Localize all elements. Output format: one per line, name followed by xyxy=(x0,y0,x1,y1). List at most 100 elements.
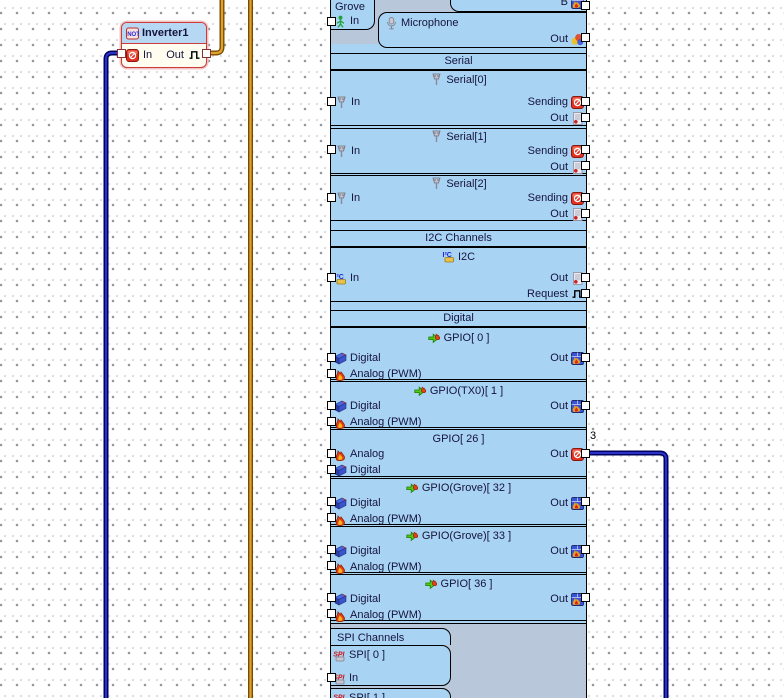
gpio0-analog-pin[interactable] xyxy=(327,369,336,378)
divider xyxy=(331,623,586,624)
serial0-section[interactable]: Serial[0] In Sending Out xyxy=(331,70,586,126)
gpio33-analog-pin[interactable] xyxy=(327,561,336,570)
inverter-component[interactable]: Inverter1 In Out xyxy=(117,22,211,68)
serial0-out-pin[interactable] xyxy=(581,113,590,122)
serial2-out-pin[interactable] xyxy=(581,209,590,218)
spi-icon xyxy=(333,692,346,698)
gpio1-title: GPIO(TX0)[ 1 ] xyxy=(429,384,504,397)
spi-header-row: SPI Channels xyxy=(337,630,404,646)
serial1-sending-pin[interactable] xyxy=(581,145,590,154)
gpio36-out-pin[interactable] xyxy=(581,593,590,602)
not-gate-icon xyxy=(126,27,139,40)
i2c-out-pin[interactable] xyxy=(581,273,590,282)
gpio0-title: GPIO[ 0 ] xyxy=(443,331,490,344)
gpio33-digital-pin[interactable] xyxy=(327,545,336,554)
inverter-in-pin[interactable] xyxy=(117,49,126,58)
serial2-section[interactable]: Serial[2] In Sending Out xyxy=(331,175,586,221)
gpio32-out-pin[interactable] xyxy=(581,497,590,506)
gpio36-analog-pin[interactable] xyxy=(327,609,336,618)
serial1-out-label: Out xyxy=(550,161,568,173)
gpio0-digital-pin[interactable] xyxy=(327,353,336,362)
gpio0-section[interactable]: GPIO[ 0 ] Digital Out Analog (PWM) xyxy=(331,327,586,380)
serial0-sending-pin[interactable] xyxy=(581,97,590,106)
gpio33-out-pin[interactable] xyxy=(581,545,590,554)
serial-group-header: Serial xyxy=(331,53,586,70)
gpio1-analog-row: Analog (PWM) xyxy=(334,414,422,430)
spi0-in-row: In xyxy=(333,670,358,686)
gpio26-out-pin[interactable] xyxy=(581,449,590,458)
wire-channel-label: 3 xyxy=(590,430,597,442)
gpio32-digital-row: Digital xyxy=(334,495,381,511)
serial1-sending-label: Sending xyxy=(527,145,568,157)
gpio32-section[interactable]: GPIO(Grove)[ 32 ] Digital Out Analog (PW… xyxy=(331,478,586,525)
inverter-in-label: In xyxy=(143,49,153,61)
spi0-in-pin[interactable] xyxy=(327,673,336,682)
gpio1-analog-label: Analog (PWM) xyxy=(350,416,422,428)
gpio0-digital-row: Digital xyxy=(334,350,381,366)
microphone-out-row: Out xyxy=(550,31,584,47)
spi1-title: SPI[ 1 ] xyxy=(349,692,386,698)
i2c-section[interactable]: I2C In Out Request xyxy=(331,247,586,302)
digital-group-header: Digital xyxy=(331,310,586,327)
gpio1-digital-label: Digital xyxy=(350,400,381,412)
gpio36-digital-pin[interactable] xyxy=(327,593,336,602)
grove-in-pin[interactable] xyxy=(327,17,336,26)
serial2-sending-pin[interactable] xyxy=(581,193,590,202)
spi0-subpanel[interactable]: SPI[ 0 ] In xyxy=(331,645,451,686)
i2c-request-pin[interactable] xyxy=(581,289,590,298)
microphone-subpanel[interactable]: Microphone Out xyxy=(378,12,586,48)
inverter-header[interactable]: Inverter1 xyxy=(122,23,206,44)
serial1-out-row: Out xyxy=(550,159,584,175)
gpio26-section[interactable]: GPIO[ 26 ] Analog Out Digital xyxy=(331,429,586,477)
gpio1-digital-pin[interactable] xyxy=(327,401,336,410)
gpio0-out-label: Out xyxy=(550,352,568,364)
gpio32-analog-label: Analog (PWM) xyxy=(350,513,422,525)
gpio33-section[interactable]: GPIO(Grove)[ 33 ] Digital Out Analog (PW… xyxy=(331,526,586,573)
gpio1-out-pin[interactable] xyxy=(581,401,590,410)
gpio26-analog-pin[interactable] xyxy=(327,449,336,458)
serial1-in-pin[interactable] xyxy=(327,145,336,154)
gpio1-section[interactable]: GPIO(TX0)[ 1 ] Digital Out Analog (PWM) xyxy=(331,381,586,428)
gpio0-out-pin[interactable] xyxy=(581,353,590,362)
wire-inverter-in[interactable] xyxy=(103,50,121,698)
spi-header-label: SPI Channels xyxy=(337,632,405,644)
digital-header-label: Digital xyxy=(443,312,474,324)
gpio33-digital-row: Digital xyxy=(334,543,381,559)
serial0-in-pin[interactable] xyxy=(327,97,336,106)
microphone-out-pin[interactable] xyxy=(581,33,590,42)
i2c-request-label: Request xyxy=(527,288,568,300)
b-subpanel[interactable]: B xyxy=(450,0,586,12)
serial-icon xyxy=(335,192,348,205)
b-out-pin[interactable] xyxy=(581,1,590,10)
serial0-in-label: In xyxy=(351,96,361,108)
spi-group-header-panel[interactable]: SPI Channels xyxy=(331,628,451,645)
inverter-out-pin[interactable] xyxy=(202,49,211,58)
spi0-in-label: In xyxy=(349,672,359,684)
gpio32-digital-pin[interactable] xyxy=(327,497,336,506)
gpio32-analog-pin[interactable] xyxy=(327,513,336,522)
gpio1-analog-pin[interactable] xyxy=(327,417,336,426)
grove-subpanel[interactable]: Grove In xyxy=(331,0,375,30)
serial1-in-label: In xyxy=(351,145,361,157)
serial2-in-pin[interactable] xyxy=(327,193,336,202)
i2c-in-pin[interactable] xyxy=(327,273,336,282)
gpio26-digital-pin[interactable] xyxy=(327,465,336,474)
wire-inverter-out[interactable] xyxy=(206,0,225,56)
spi-icon xyxy=(333,649,346,662)
wire-gpio26-out[interactable] xyxy=(589,450,669,698)
gpio1-out-row: Out xyxy=(550,398,584,414)
gpio0-analog-label: Analog (PWM) xyxy=(350,368,422,380)
gpio36-section[interactable]: GPIO[ 36 ] Digital Out Analog (PWM) xyxy=(331,574,586,621)
serial1-section[interactable]: Serial[1] In Sending Out xyxy=(331,128,586,174)
inverter-out-label: Out xyxy=(166,49,184,61)
board-panel[interactable]: Grove In B Microphone Out xyxy=(327,0,590,698)
gpio33-title: GPIO(Grove)[ 33 ] xyxy=(421,529,512,542)
spi1-subpanel[interactable]: SPI[ 1 ] xyxy=(331,688,451,698)
microphone-title: Microphone xyxy=(401,17,459,29)
serial0-out-label: Out xyxy=(550,112,568,124)
serial1-out-pin[interactable] xyxy=(581,161,590,170)
gpio0-out-row: Out xyxy=(550,350,584,366)
serial-icon xyxy=(430,177,443,190)
serial0-in-row: In xyxy=(335,94,360,110)
